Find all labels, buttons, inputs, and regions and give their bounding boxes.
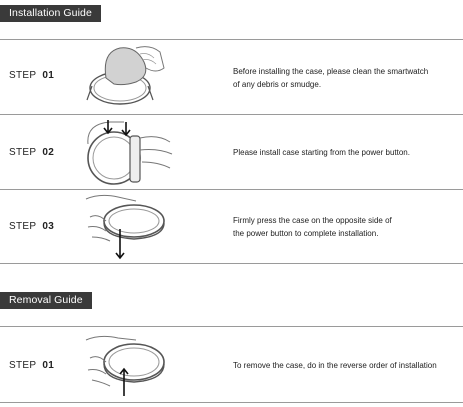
install-step-2-label: STEP 02 <box>9 147 54 158</box>
divider <box>0 326 463 327</box>
desc-line: Please install case starting from the po… <box>233 148 410 157</box>
install-step-2-text: Please install case starting from the po… <box>233 146 410 159</box>
divider <box>0 39 463 40</box>
step-word: STEP <box>9 221 37 232</box>
step-word: STEP <box>9 360 37 371</box>
divider <box>0 263 463 264</box>
desc-line: To remove the case, do in the reverse or… <box>233 361 437 370</box>
press-case-illustration <box>84 191 170 261</box>
clean-watch-illustration <box>84 42 168 110</box>
remove-case-illustration <box>84 330 170 400</box>
desc-line: Before installing the case, please clean… <box>233 67 429 76</box>
divider <box>0 189 463 190</box>
divider <box>0 114 463 115</box>
install-step-1-label: STEP 01 <box>9 70 54 81</box>
step-word: STEP <box>9 70 37 81</box>
divider <box>0 402 463 403</box>
step-number: 02 <box>42 147 55 158</box>
desc-line: Firmly press the case on the opposite si… <box>233 216 392 225</box>
step-number: 01 <box>42 70 55 81</box>
removal-step-1-text: To remove the case, do in the reverse or… <box>233 359 437 372</box>
desc-line: the power button to complete installatio… <box>233 229 379 238</box>
step-number: 03 <box>42 221 55 232</box>
removal-guide-title: Removal Guide <box>0 292 92 309</box>
installation-guide-title: Installation Guide <box>0 5 101 22</box>
desc-line: of any debris or smudge. <box>233 80 322 89</box>
install-step-3-text: Firmly press the case on the opposite si… <box>233 214 392 240</box>
step-number: 01 <box>42 360 55 371</box>
install-step-1-text: Before installing the case, please clean… <box>233 65 428 91</box>
install-step-3-label: STEP 03 <box>9 221 54 232</box>
removal-step-1-label: STEP 01 <box>9 360 54 371</box>
step-word: STEP <box>9 147 37 158</box>
install-case-illustration <box>84 116 174 190</box>
